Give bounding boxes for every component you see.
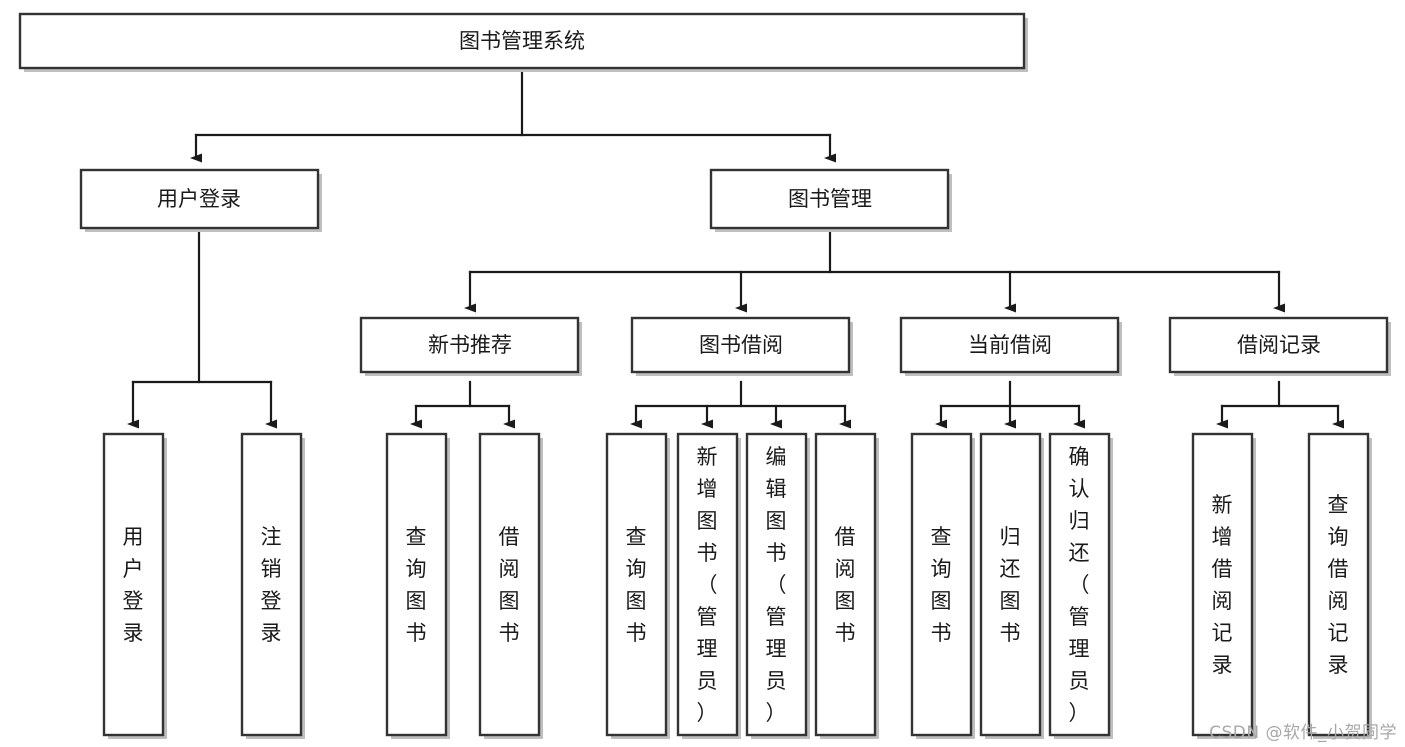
leaf-query-book-3-label: 查询图书 <box>931 525 952 645</box>
new-book-recommend-label: 新书推荐 <box>428 333 512 357</box>
leaf-borrow-book-1-label: 借阅图书 <box>499 525 520 645</box>
borrow-record-label: 借阅记录 <box>1237 333 1321 357</box>
borrow-record-box <box>1168 316 1389 374</box>
leaf-add-record-label: 新增借阅记录 <box>1212 493 1233 677</box>
node-borrow-record[interactable]: 借阅记录 <box>1168 316 1391 376</box>
node-leaf-user-logout[interactable]: 注销登录 <box>240 432 305 739</box>
leaf-query-book-3-box <box>910 432 973 737</box>
node-book-manage[interactable]: 图书管理 <box>709 168 952 232</box>
leaf-query-record-label: 查询借阅记录 <box>1328 493 1349 677</box>
leaf-confirm-return-label: 确认归还（管理员） <box>1069 445 1090 725</box>
root-label: 图书管理系统 <box>459 29 585 53</box>
node-leaf-edit-book[interactable]: 编辑图书（管理员） <box>745 432 810 739</box>
leaf-borrow-book-1-box <box>478 432 541 737</box>
book-borrow-label: 图书借阅 <box>699 333 783 357</box>
user-login-box <box>79 168 320 230</box>
leaf-borrow-book-2-label: 借阅图书 <box>835 525 856 645</box>
node-leaf-query-book-3[interactable]: 查询图书 <box>910 432 975 739</box>
leaf-add-book-box <box>676 432 739 737</box>
node-new-book-recommend[interactable]: 新书推荐 <box>359 316 582 376</box>
current-borrow-box <box>899 316 1120 374</box>
leaf-confirm-return-box <box>1048 432 1111 737</box>
leaf-return-book-label: 归还图书 <box>1000 525 1021 645</box>
leaf-edit-book-label: 编辑图书（管理员） <box>766 445 787 725</box>
leaf-user-login-box <box>102 432 165 737</box>
node-leaf-add-record[interactable]: 新增借阅记录 <box>1191 432 1256 739</box>
node-leaf-query-book-2[interactable]: 查询图书 <box>605 432 670 739</box>
leaf-add-book-label: 新增图书（管理员） <box>697 445 718 725</box>
leaf-query-book-2-box <box>605 432 668 737</box>
node-user-login[interactable]: 用户登录 <box>79 168 322 232</box>
leaf-edit-book-box <box>745 432 808 737</box>
leaf-return-book-box <box>979 432 1042 737</box>
leaf-borrow-book-2-box <box>814 432 877 737</box>
leaf-query-record-box <box>1307 432 1370 737</box>
node-leaf-confirm-return[interactable]: 确认归还（管理员） <box>1048 432 1113 739</box>
connectors <box>127 66 1344 429</box>
book-borrow-box <box>630 316 851 374</box>
leaf-add-record-box <box>1191 432 1254 737</box>
node-book-borrow[interactable]: 图书借阅 <box>630 316 853 376</box>
root-box <box>18 12 1026 70</box>
user-login-label: 用户登录 <box>157 187 241 211</box>
node-leaf-borrow-book-1[interactable]: 借阅图书 <box>478 432 543 739</box>
node-leaf-return-book[interactable]: 归还图书 <box>979 432 1044 739</box>
leaf-user-logout-box <box>240 432 303 737</box>
book-manage-box <box>709 168 950 230</box>
leaf-user-logout-label: 注销登录 <box>261 525 282 645</box>
leaf-query-book-2-label: 查询图书 <box>626 525 647 645</box>
node-current-borrow[interactable]: 当前借阅 <box>899 316 1122 376</box>
node-leaf-add-book[interactable]: 新增图书（管理员） <box>676 432 741 739</box>
leaf-query-book-1-box <box>385 432 448 737</box>
book-manage-label: 图书管理 <box>788 187 872 211</box>
node-leaf-query-book-1[interactable]: 查询图书 <box>385 432 450 739</box>
node-leaf-query-record[interactable]: 查询借阅记录 <box>1307 432 1372 739</box>
node-leaf-borrow-book-2[interactable]: 借阅图书 <box>814 432 879 739</box>
node-root[interactable]: 图书管理系统 <box>18 12 1028 72</box>
new-book-recommend-box <box>359 316 580 374</box>
csdn-watermark: CSDN @软件_小贺同学 <box>1209 723 1397 743</box>
current-borrow-label: 当前借阅 <box>968 333 1052 357</box>
leaf-user-login-label: 用户登录 <box>123 525 144 645</box>
leaf-query-book-1-label: 查询图书 <box>406 525 427 645</box>
node-leaf-user-login[interactable]: 用户登录 <box>102 432 167 739</box>
